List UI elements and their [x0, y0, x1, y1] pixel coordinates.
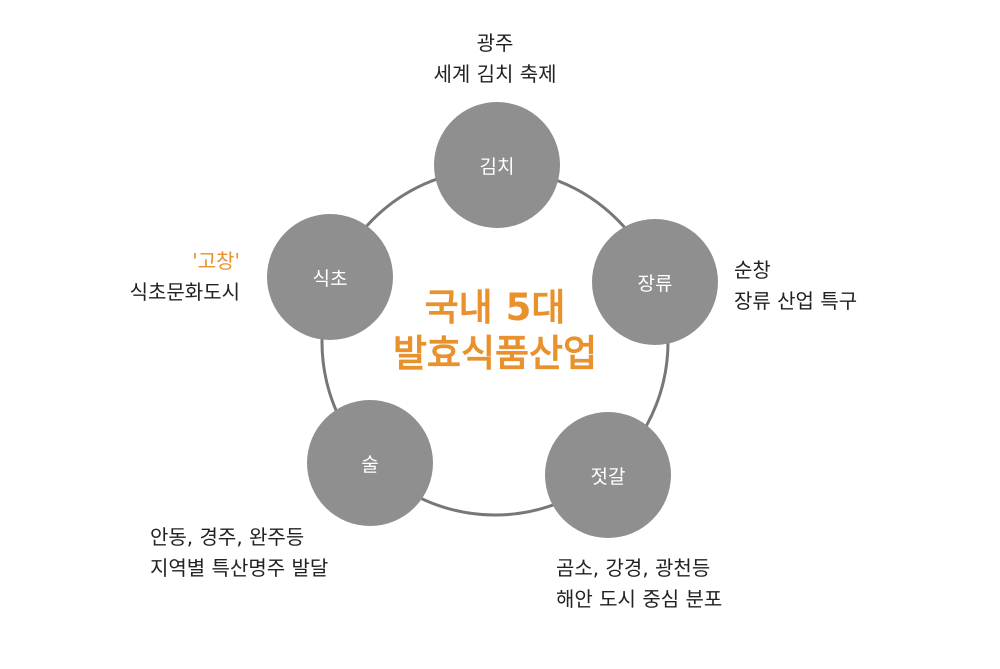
center-title-line2: 발효식품산업 — [392, 332, 598, 375]
node-jangryu: 장류 — [592, 219, 718, 345]
label-sul-line1: 안동, 경주, 완주등 — [150, 525, 305, 549]
label-sul: 안동, 경주, 완주등 지역별 특산명주 발달 — [150, 522, 328, 584]
label-jeotgal-line2: 해안 도시 중심 분포 — [556, 587, 723, 611]
label-kimchi-line1: 광주 — [476, 31, 514, 55]
label-jangryu: 순창 장류 산업 특구 — [734, 255, 857, 317]
label-jeotgal: 곰소, 강경, 광천등 해안 도시 중심 분포 — [556, 553, 722, 615]
label-sul-line2: 지역별 특산명주 발달 — [150, 556, 329, 580]
center-title: 국내 5대 발효식품산업 — [345, 285, 645, 377]
label-jeotgal-line1: 곰소, 강경, 광천등 — [556, 556, 711, 580]
label-sikcho-line1: '고창' — [192, 249, 240, 273]
label-jangryu-line1: 순창 — [734, 258, 771, 282]
label-sikcho-line2: 식초문화도시 — [129, 280, 240, 304]
label-kimchi-line2: 세계 김치 축제 — [433, 62, 557, 86]
node-kimchi: 김치 — [434, 102, 560, 228]
label-sikcho: '고창' 식초문화도시 — [80, 246, 240, 308]
label-kimchi: 광주 세계 김치 축제 — [400, 28, 590, 90]
center-title-line1: 국내 5대 — [424, 286, 566, 329]
node-jeotgal: 젓갈 — [545, 412, 671, 538]
label-jangryu-line2: 장류 산업 특구 — [734, 289, 858, 313]
node-sul: 술 — [307, 400, 433, 526]
node-sikcho: 식초 — [267, 214, 393, 340]
